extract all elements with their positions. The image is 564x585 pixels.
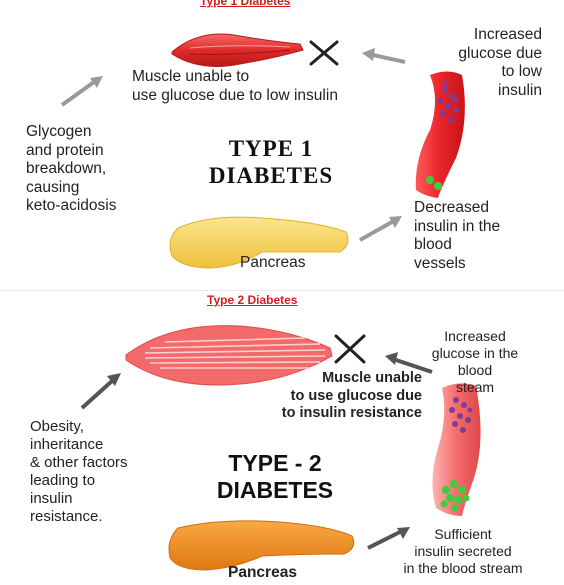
type1-muscle-label: Muscle unable to use glucose due to low … xyxy=(132,68,338,104)
panel-divider xyxy=(0,290,564,291)
type1-insulin-label: Decreased insulin in the blood vessels xyxy=(414,199,501,272)
type2-muscle-icon xyxy=(125,325,333,386)
type1-title: Type 1 Diabetes xyxy=(200,0,291,8)
type2-arrow-icon xyxy=(80,352,433,550)
type1-heading: TYPE 1 DIABETES xyxy=(208,136,334,188)
type1-muscle-icon xyxy=(171,33,304,67)
type2-muscle-label: Muscle unable to use glucose due to insu… xyxy=(281,370,422,421)
type2-cross-icon xyxy=(334,334,366,364)
type2-pancreas-label: Pancreas xyxy=(228,564,297,581)
type2-blood-vessel-icon xyxy=(432,383,481,516)
type1-arrow-icon xyxy=(60,48,406,242)
type1-blood-vessel-icon xyxy=(415,71,465,198)
type2-pancreas-icon xyxy=(168,520,355,571)
type2-insulin-label: Sufficient insulin secreted in the blood… xyxy=(403,526,523,576)
type1-pancreas-icon xyxy=(169,216,349,269)
type2-factors-label: Obesity, inheritance & other factors lea… xyxy=(30,418,128,525)
type2-glucose-label: Increased glucose in the blood steam xyxy=(431,328,519,395)
type1-pancreas-label: Pancreas xyxy=(240,254,306,271)
type1-glucose-label: Increased glucose due to low insulin xyxy=(458,26,542,99)
type1-glycogen-label: Glycogen and protein breakdown, causing … xyxy=(26,123,117,214)
type2-title: Type 2 Diabetes xyxy=(207,293,298,307)
type1-cross-icon xyxy=(309,40,339,66)
type2-heading: TYPE - 2 DIABETES xyxy=(216,450,334,503)
